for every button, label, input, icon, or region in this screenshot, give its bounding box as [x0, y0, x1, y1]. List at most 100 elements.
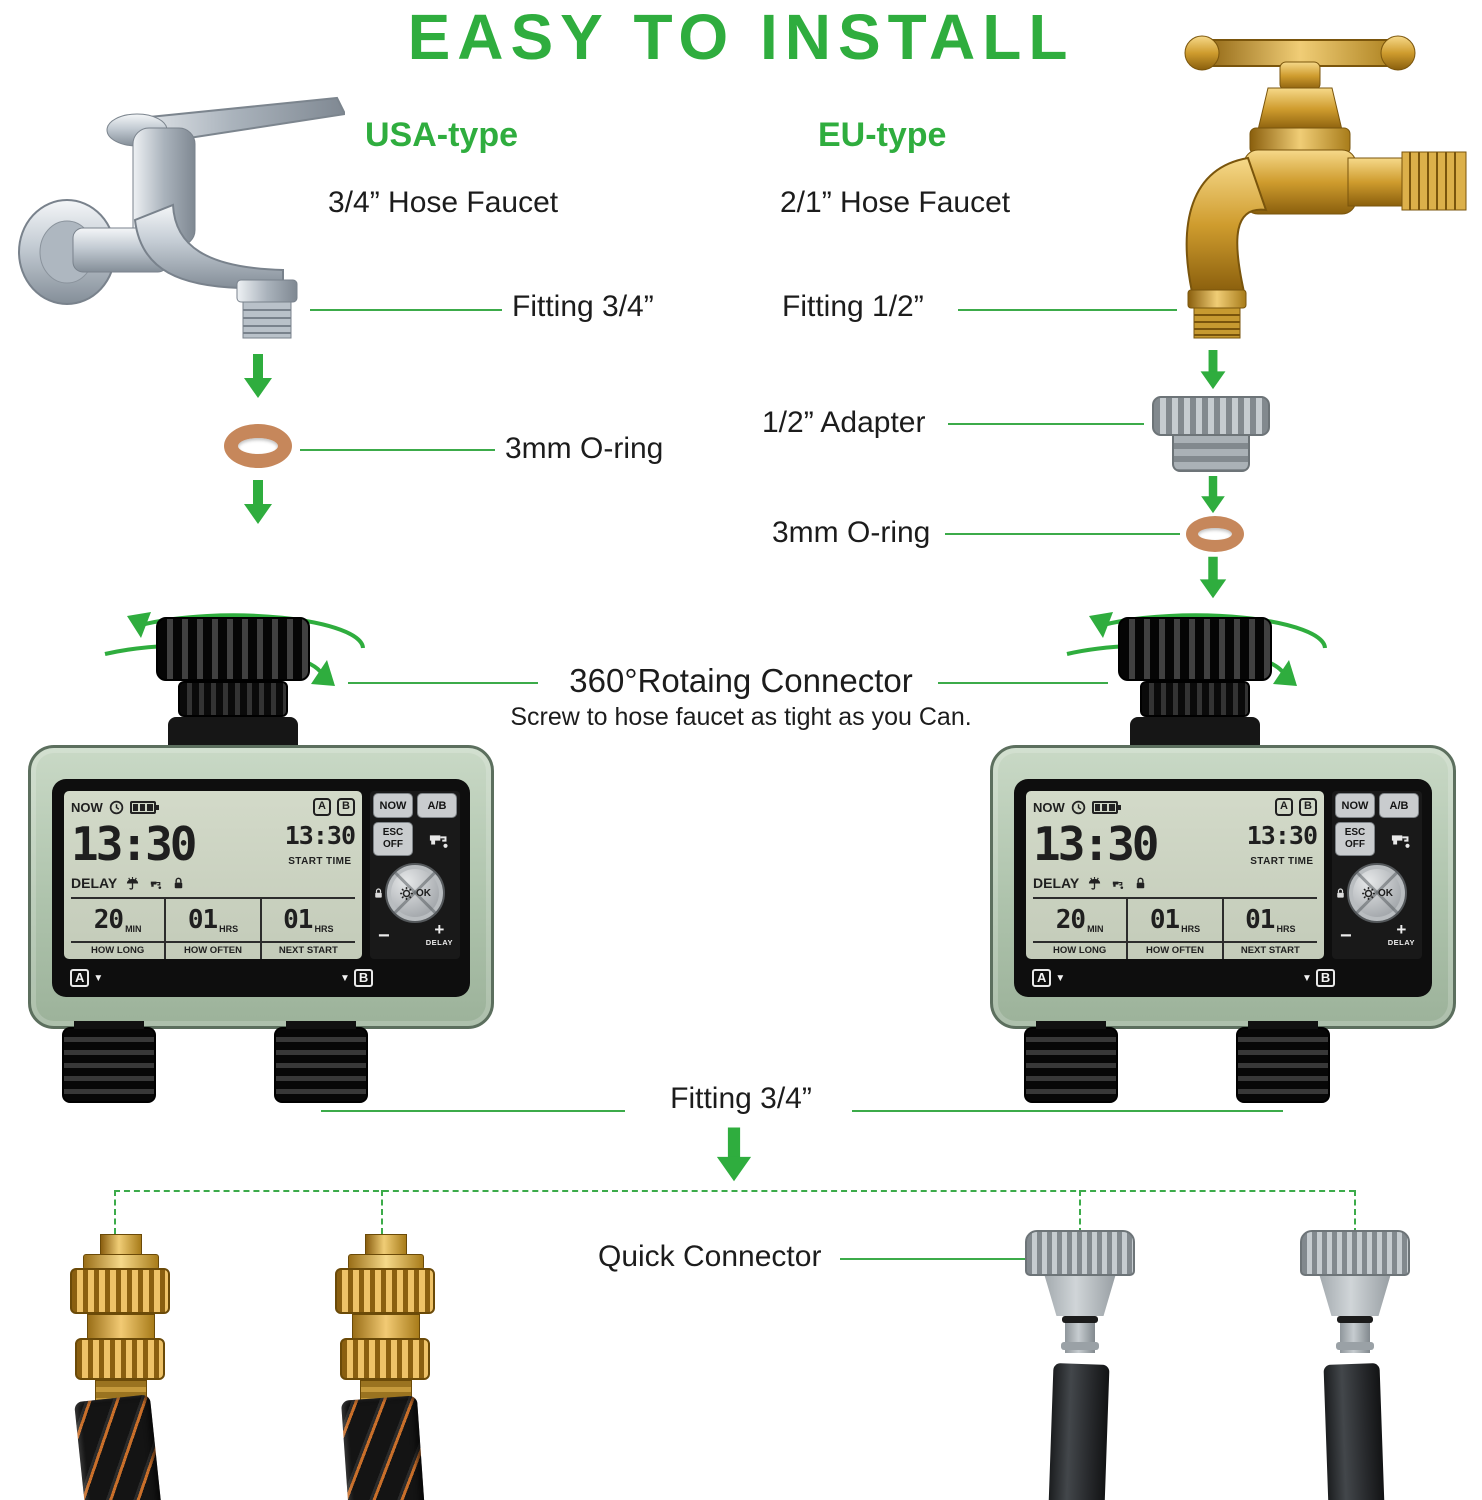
dashed-branch-line — [114, 1190, 1355, 1192]
lcd-display: NOW A B 13:30 13:30 START TIME DELAY — [64, 791, 362, 959]
callout-line — [958, 309, 1177, 311]
callout-line — [938, 682, 1108, 684]
ok-dial: OK — [1347, 863, 1407, 923]
current-time: 13:30 — [1033, 817, 1159, 871]
zone-a-marker: A▼ — [1032, 969, 1065, 987]
how-long-value: 20 — [93, 905, 124, 935]
down-arrow — [1199, 556, 1227, 599]
callout-line — [300, 449, 495, 451]
how-often-label: HOW OFTEN — [166, 941, 260, 959]
callout-line — [840, 1258, 1072, 1260]
eu-adapter-label: 1/2” Adapter — [762, 406, 926, 439]
next-start-unit: HRS — [1276, 924, 1296, 934]
triangle-down-icon: ▼ — [1055, 972, 1066, 984]
how-often-label: HOW OFTEN — [1128, 941, 1222, 959]
how-long-label: HOW LONG — [71, 941, 165, 959]
next-start-value: 01 — [283, 905, 313, 935]
minus-button: − — [1340, 925, 1352, 947]
ok-label: OK — [1378, 887, 1393, 899]
now-button: NOW — [1335, 793, 1375, 818]
gray-quick-connector — [1295, 1230, 1415, 1372]
garden-hose — [340, 1395, 426, 1500]
start-time-label: START TIME — [288, 856, 352, 867]
zone-strip: A▼ ▼B — [66, 967, 456, 993]
next-start-label: NEXT START — [1223, 941, 1317, 959]
manual-watering-icon — [1391, 835, 1410, 848]
start-time-label: START TIME — [1250, 856, 1314, 867]
usa-oring-illustration — [224, 424, 292, 468]
dashed-drop-line — [114, 1190, 116, 1234]
plus-delay-button: +DELAY — [425, 920, 453, 947]
panel-lock-icon — [375, 888, 382, 898]
outlet-b — [1236, 1021, 1330, 1103]
water-timer-device-right: NOW A B 13:30 13:30 START TIME DELAY — [990, 617, 1462, 1110]
garden-hose — [74, 1394, 162, 1500]
rotating-connector-base — [1130, 717, 1260, 749]
how-often-value: 01 — [1149, 905, 1180, 935]
lock-icon — [174, 877, 183, 888]
garden-hose — [1048, 1363, 1110, 1500]
zone-a-marker: A▼ — [70, 969, 103, 987]
down-arrow — [244, 480, 272, 524]
now-button: NOW — [373, 793, 413, 818]
rotating-connector-collar — [1140, 681, 1250, 717]
clock-icon — [1071, 800, 1086, 814]
rain-delay-icon — [1089, 876, 1101, 890]
manual-watering-icon — [429, 835, 448, 848]
garden-hose — [1323, 1363, 1385, 1500]
program-b-indicator: B — [337, 798, 355, 816]
gray-quick-connector — [1020, 1230, 1140, 1372]
usa-fitting-label: Fitting 3/4” — [512, 290, 654, 323]
triangle-down-icon: ▼ — [1302, 972, 1312, 984]
brass-quick-connector — [45, 1234, 195, 1408]
how-long-unit: MIN — [125, 924, 142, 934]
quick-connector-label: Quick Connector — [598, 1240, 822, 1273]
now-label: NOW — [1033, 799, 1065, 815]
screen-bezel: NOW A B 13:30 13:30 START TIME DELAY — [52, 779, 470, 997]
dashed-drop-line — [381, 1190, 383, 1234]
faucet-spout — [1185, 156, 1268, 293]
how-often-value: 01 — [187, 905, 218, 935]
usa-oring-label: 3mm O-ring — [505, 432, 664, 465]
faucet-spout — [133, 203, 284, 289]
program-a-indicator: A — [313, 798, 331, 816]
outlet-line-left — [321, 1110, 625, 1112]
eu-oring-label: 3mm O-ring — [772, 516, 931, 549]
screen-bezel: NOW A B 13:30 13:30 START TIME DELAY — [1014, 779, 1432, 997]
ok-dial: OK — [385, 863, 445, 923]
how-long-unit: MIN — [1087, 924, 1104, 934]
eu-oring-illustration — [1186, 516, 1244, 552]
usa-subheader: 3/4” Hose Faucet — [328, 186, 559, 219]
gear-icon — [400, 886, 413, 900]
callout-line — [945, 533, 1180, 535]
rotating-connector-collar — [178, 681, 288, 717]
down-arrow — [1200, 350, 1226, 390]
rotating-connector-knob — [1118, 617, 1272, 681]
eu-brass-faucet-illustration — [1184, 35, 1467, 339]
next-start-unit: HRS — [314, 924, 334, 934]
panel-lock-icon — [1337, 888, 1344, 898]
dashed-drop-line — [1079, 1190, 1081, 1234]
down-arrow-large — [716, 1127, 752, 1182]
outlet-a — [62, 1021, 156, 1103]
outlet-a — [1024, 1021, 1118, 1103]
now-label: NOW — [71, 799, 103, 815]
usa-chrome-faucet-illustration — [18, 96, 345, 339]
callout-line — [310, 309, 502, 311]
how-long-label: HOW LONG — [1033, 941, 1127, 959]
faucet-bonnet — [1257, 87, 1343, 131]
adapter-thread — [1172, 436, 1250, 472]
eu-fitting-label: Fitting 1/2” — [782, 290, 924, 323]
start-time-value: 13:30 — [1246, 821, 1318, 850]
watering-icon — [1112, 881, 1124, 889]
